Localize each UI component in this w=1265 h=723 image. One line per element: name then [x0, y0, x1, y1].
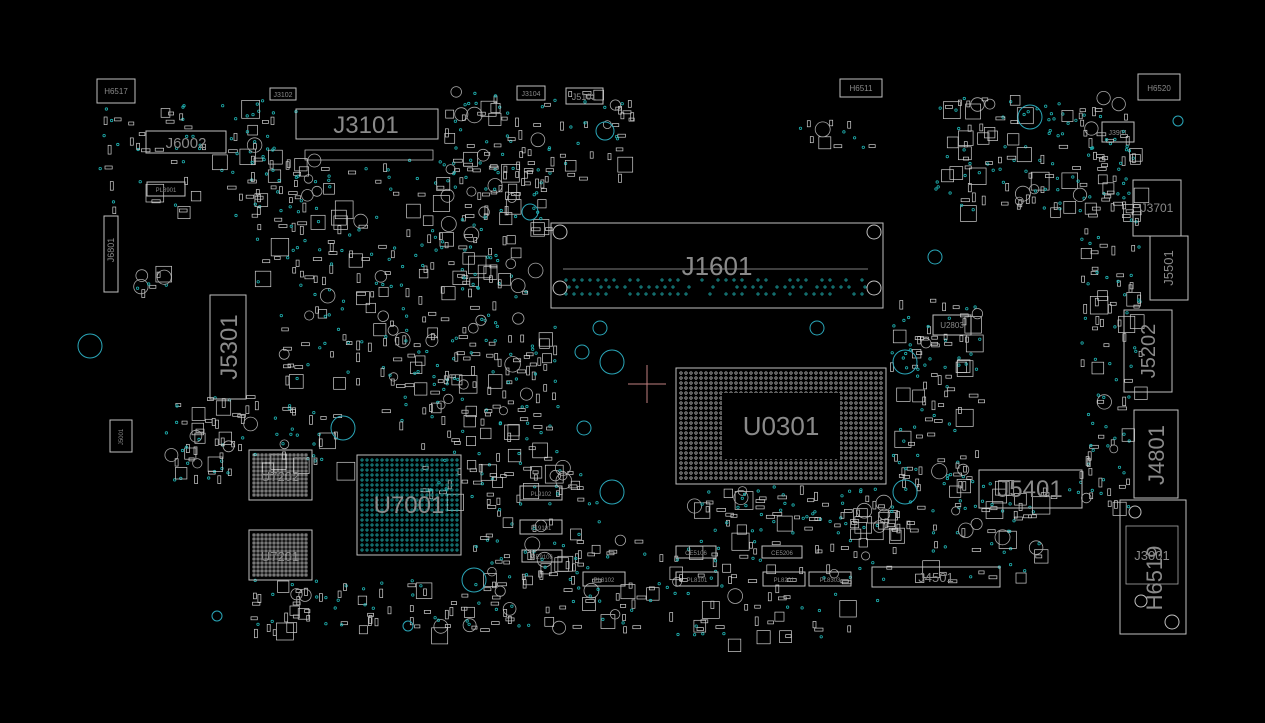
label-j1601: J1601 [682, 251, 753, 281]
chip-u7201[interactable]: U7201 [248, 529, 313, 581]
connector-j1601[interactable]: J1601 [550, 222, 884, 309]
inductor-pl8102[interactable]: PL8102 [582, 571, 626, 587]
label-j5101: J5101 [572, 92, 597, 102]
label-ce5106: CE5106 [685, 551, 707, 557]
connector-j6801[interactable]: J6801 [103, 215, 119, 293]
label-j4501: J4501 [918, 570, 953, 585]
label-j3102: J3102 [273, 92, 292, 99]
inductor-pl8201[interactable]: PL8201 [762, 571, 806, 587]
label-j6801: J6801 [106, 238, 116, 263]
connector-j5101[interactable]: J5101 [565, 87, 604, 105]
chip-u7202[interactable]: U7202 [248, 449, 313, 501]
inductor-pl9101[interactable]: PL9101 [519, 519, 563, 535]
capacitor-ce5106[interactable]: CE5106 [675, 545, 717, 559]
label-pl8101: PL8101 [687, 578, 708, 584]
label-u7001: U7001 [374, 492, 445, 519]
mounting-hole-h6519[interactable]: H6519 [1142, 546, 1167, 611]
label-pl9101: PL9101 [531, 526, 552, 532]
inductor-pl8303[interactable]: PL8303 [808, 571, 852, 587]
connector-j3102[interactable]: J3102 [269, 87, 297, 101]
label-j5401: J5401 [997, 476, 1062, 503]
inductor-pl8901[interactable]: PL8901 [146, 181, 186, 197]
label-pl8201: PL8201 [774, 578, 795, 584]
label-u2803: U2803 [940, 321, 964, 330]
label-j6002: J6002 [166, 135, 207, 152]
connector-j4801[interactable]: J4801 [1133, 409, 1179, 499]
chip-u0301[interactable]: U0301 [675, 367, 887, 485]
label-pl9102: PL9102 [531, 492, 552, 498]
label-pl8901: PL8901 [156, 188, 177, 194]
label-j3901: J3901 [1108, 130, 1127, 137]
mounting-holes [77, 104, 1184, 632]
mounting-hole-h6517[interactable]: H6517 [96, 78, 136, 104]
label-u0301: U0301 [743, 411, 820, 441]
label-h6520: H6520 [1147, 84, 1171, 93]
connector-j5501[interactable]: J5501 [1149, 235, 1189, 301]
connector-j4501[interactable]: J4501 [871, 566, 1001, 588]
inductor-pl8101[interactable]: PL8101 [675, 571, 719, 587]
capacitor-ce9106[interactable]: CE9106 [521, 549, 563, 563]
label-h6511: H6511 [850, 84, 874, 93]
label-j3701: J3701 [1141, 201, 1174, 215]
label-j5301: J5301 [216, 314, 243, 379]
label-u7202: U7202 [261, 469, 299, 484]
label-ce9106: CE9106 [531, 555, 553, 561]
connector-j5301[interactable]: J5301 [209, 294, 247, 400]
capacitor-ce5206[interactable]: CE5206 [761, 545, 803, 559]
connector-j3104[interactable]: J3104 [516, 85, 546, 101]
chip-u2803[interactable]: U2803 [932, 314, 972, 336]
mounting-hole-h6511[interactable]: H6511 [839, 78, 883, 98]
connector-j5401[interactable]: J5401 [978, 469, 1083, 509]
connector-j5001[interactable]: J5001 [109, 419, 133, 453]
label-j5001: J5001 [119, 428, 125, 445]
label-pl8303: PL8303 [820, 578, 841, 584]
connector-j3001[interactable]: J3001 [1119, 499, 1187, 635]
label-j3001: J3001 [1134, 548, 1169, 563]
chip-u7001[interactable]: U7001 [356, 454, 462, 556]
origin-crosshair [628, 365, 666, 403]
connector-j5202[interactable]: J5202 [1123, 309, 1173, 393]
mounting-hole-h6520[interactable]: H6520 [1137, 73, 1181, 101]
label-h6519: H6519 [1142, 546, 1167, 611]
connector-j3101[interactable]: J3101 [295, 108, 439, 161]
component-pads-layer [98, 86, 1150, 652]
label-j3101: J3101 [333, 112, 398, 139]
label-j4801: J4801 [1144, 425, 1169, 485]
connector-j3901[interactable]: J3901 [1101, 121, 1135, 143]
label-j3104: J3104 [521, 91, 540, 98]
label-h6517: H6517 [104, 87, 128, 96]
label-j5202: J5202 [1138, 324, 1160, 379]
label-ce5206: CE5206 [771, 551, 793, 557]
label-j5501: J5501 [1161, 250, 1176, 285]
inductor-pl9102[interactable]: PL9102 [519, 485, 563, 501]
label-u7201: U7201 [261, 549, 299, 564]
label-pl8102: PL8102 [594, 578, 615, 584]
connector-j6002[interactable]: J6002 [145, 130, 227, 154]
